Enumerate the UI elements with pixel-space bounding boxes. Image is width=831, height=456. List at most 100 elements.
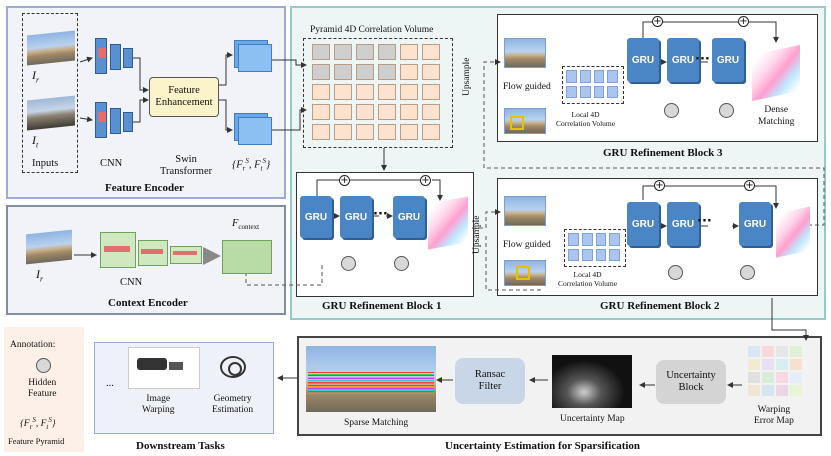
correlation-cell <box>334 64 352 80</box>
block3-hidden-feature-2 <box>719 103 734 118</box>
cnn-label: CNN <box>100 158 123 169</box>
block2-gru-2: GRU <box>667 202 699 246</box>
camera-icon <box>220 356 246 378</box>
correlation-cell <box>356 44 374 60</box>
correlation-title: Pyramid 4D Correlation Volume <box>310 25 434 35</box>
block2-local-corr-grid <box>568 233 620 261</box>
input-r-label: Ir <box>32 68 40 85</box>
block3-flow-highlight <box>510 116 524 130</box>
warping-error-cell <box>776 372 788 383</box>
warping-error-cell <box>776 346 788 357</box>
warping-error-cell <box>790 346 802 357</box>
correlation-cell <box>378 84 396 100</box>
block3-hidden-feature-1 <box>664 103 679 118</box>
sparse-match-line <box>308 373 434 375</box>
block3-plus-1: + <box>652 16 663 27</box>
image-warping-preview <box>128 347 200 389</box>
block2-title: GRU Refinement Block 2 <box>600 300 720 312</box>
inputs-label: Inputs <box>32 158 59 169</box>
block1-title: GRU Refinement Block 1 <box>322 300 442 312</box>
context-encoder-title: Context Encoder <box>108 297 188 309</box>
sparse-match-line <box>308 389 434 391</box>
annotation-panel <box>4 327 84 452</box>
inputs-dashed-box <box>22 13 78 173</box>
block2-flow-highlight <box>516 266 530 280</box>
context-feature <box>222 240 272 274</box>
warping-error-cell <box>790 359 802 370</box>
feature-enhancement-box: Feature Enhancement <box>149 77 219 117</box>
block2-plus-1: + <box>654 180 665 191</box>
correlation-cell <box>356 104 374 120</box>
sparse-match-line <box>308 391 434 393</box>
block1-gru-2: GRU <box>340 196 372 238</box>
correlation-cell <box>400 124 418 140</box>
block1-gru-3: GRU <box>393 196 425 238</box>
correlation-cell <box>312 124 330 140</box>
uncertainty-map-label: Uncertainty Map <box>560 414 625 424</box>
feature-encoder-title: Feature Encoder <box>105 182 184 194</box>
swin-transformer-label: Swin Transformer <box>160 154 213 177</box>
sparse-matching-label: Sparse Matching <box>344 418 409 428</box>
correlation-cell <box>356 124 374 140</box>
block3-plus-2: + <box>738 16 749 27</box>
downstream-ellipsis: ... <box>106 378 114 389</box>
block3-gru-3: GRU <box>712 38 744 82</box>
correlation-cell <box>422 64 440 80</box>
warping-error-cell <box>762 385 774 396</box>
feature-pyramid-legend-label: Feature Pyramid <box>8 436 65 446</box>
warping-error-cell <box>748 359 760 370</box>
downstream-title: Downstream Tasks <box>136 440 225 452</box>
correlation-cell <box>400 104 418 120</box>
sparse-match-line <box>308 388 434 389</box>
block2-upsample-label: Upsample <box>472 215 482 254</box>
correlation-cell <box>312 104 330 120</box>
correlation-cell <box>378 124 396 140</box>
correlation-cell <box>400 44 418 60</box>
block2-flow-guided-label: Flow guided <box>503 240 551 250</box>
sparse-match-line <box>308 372 434 373</box>
correlation-cell <box>312 84 330 100</box>
sparse-match-line <box>308 381 434 383</box>
sparse-match-line <box>308 384 434 386</box>
correlation-cell <box>378 104 396 120</box>
correlation-cell <box>356 84 374 100</box>
warping-error-cell <box>790 385 802 396</box>
uncertainty-map-image <box>552 355 632 408</box>
warping-error-cell <box>762 372 774 383</box>
block3-flow-guided-label: Flow guided <box>503 82 551 92</box>
warping-error-cell <box>762 359 774 370</box>
block2-hidden-feature-1 <box>668 265 683 280</box>
sparse-match-line <box>308 380 434 381</box>
feature-pyramid-label: {FrS, FtS} <box>232 157 271 173</box>
block3-flow-image-top <box>504 38 546 68</box>
block1-plus-1: + <box>339 175 350 186</box>
warping-error-cell <box>776 359 788 370</box>
block2-ellipsis: ··· <box>697 214 712 229</box>
sparse-match-line <box>308 392 434 394</box>
warping-error-cell <box>762 346 774 357</box>
correlation-cell <box>400 84 418 100</box>
sparse-match-line <box>308 378 434 380</box>
block2-hidden-feature-2 <box>740 265 755 280</box>
correlation-cell <box>356 64 374 80</box>
warping-error-cell <box>748 372 760 383</box>
block2-flow-image-bottom <box>504 260 546 286</box>
block1-plus-2: + <box>420 175 431 186</box>
sparse-match-line <box>308 383 434 385</box>
correlation-cell <box>422 84 440 100</box>
context-input-label: Ir <box>36 267 44 284</box>
block3-flow-image-bottom <box>504 108 546 134</box>
block2-flow-output <box>776 206 810 258</box>
context-feature-label: Fcontext <box>232 218 260 232</box>
input-image-r <box>27 30 75 66</box>
block3-title: GRU Refinement Block 3 <box>603 147 723 159</box>
context-cnn-label: CNN <box>120 277 143 288</box>
correlation-volume-dashed-box <box>303 38 453 148</box>
